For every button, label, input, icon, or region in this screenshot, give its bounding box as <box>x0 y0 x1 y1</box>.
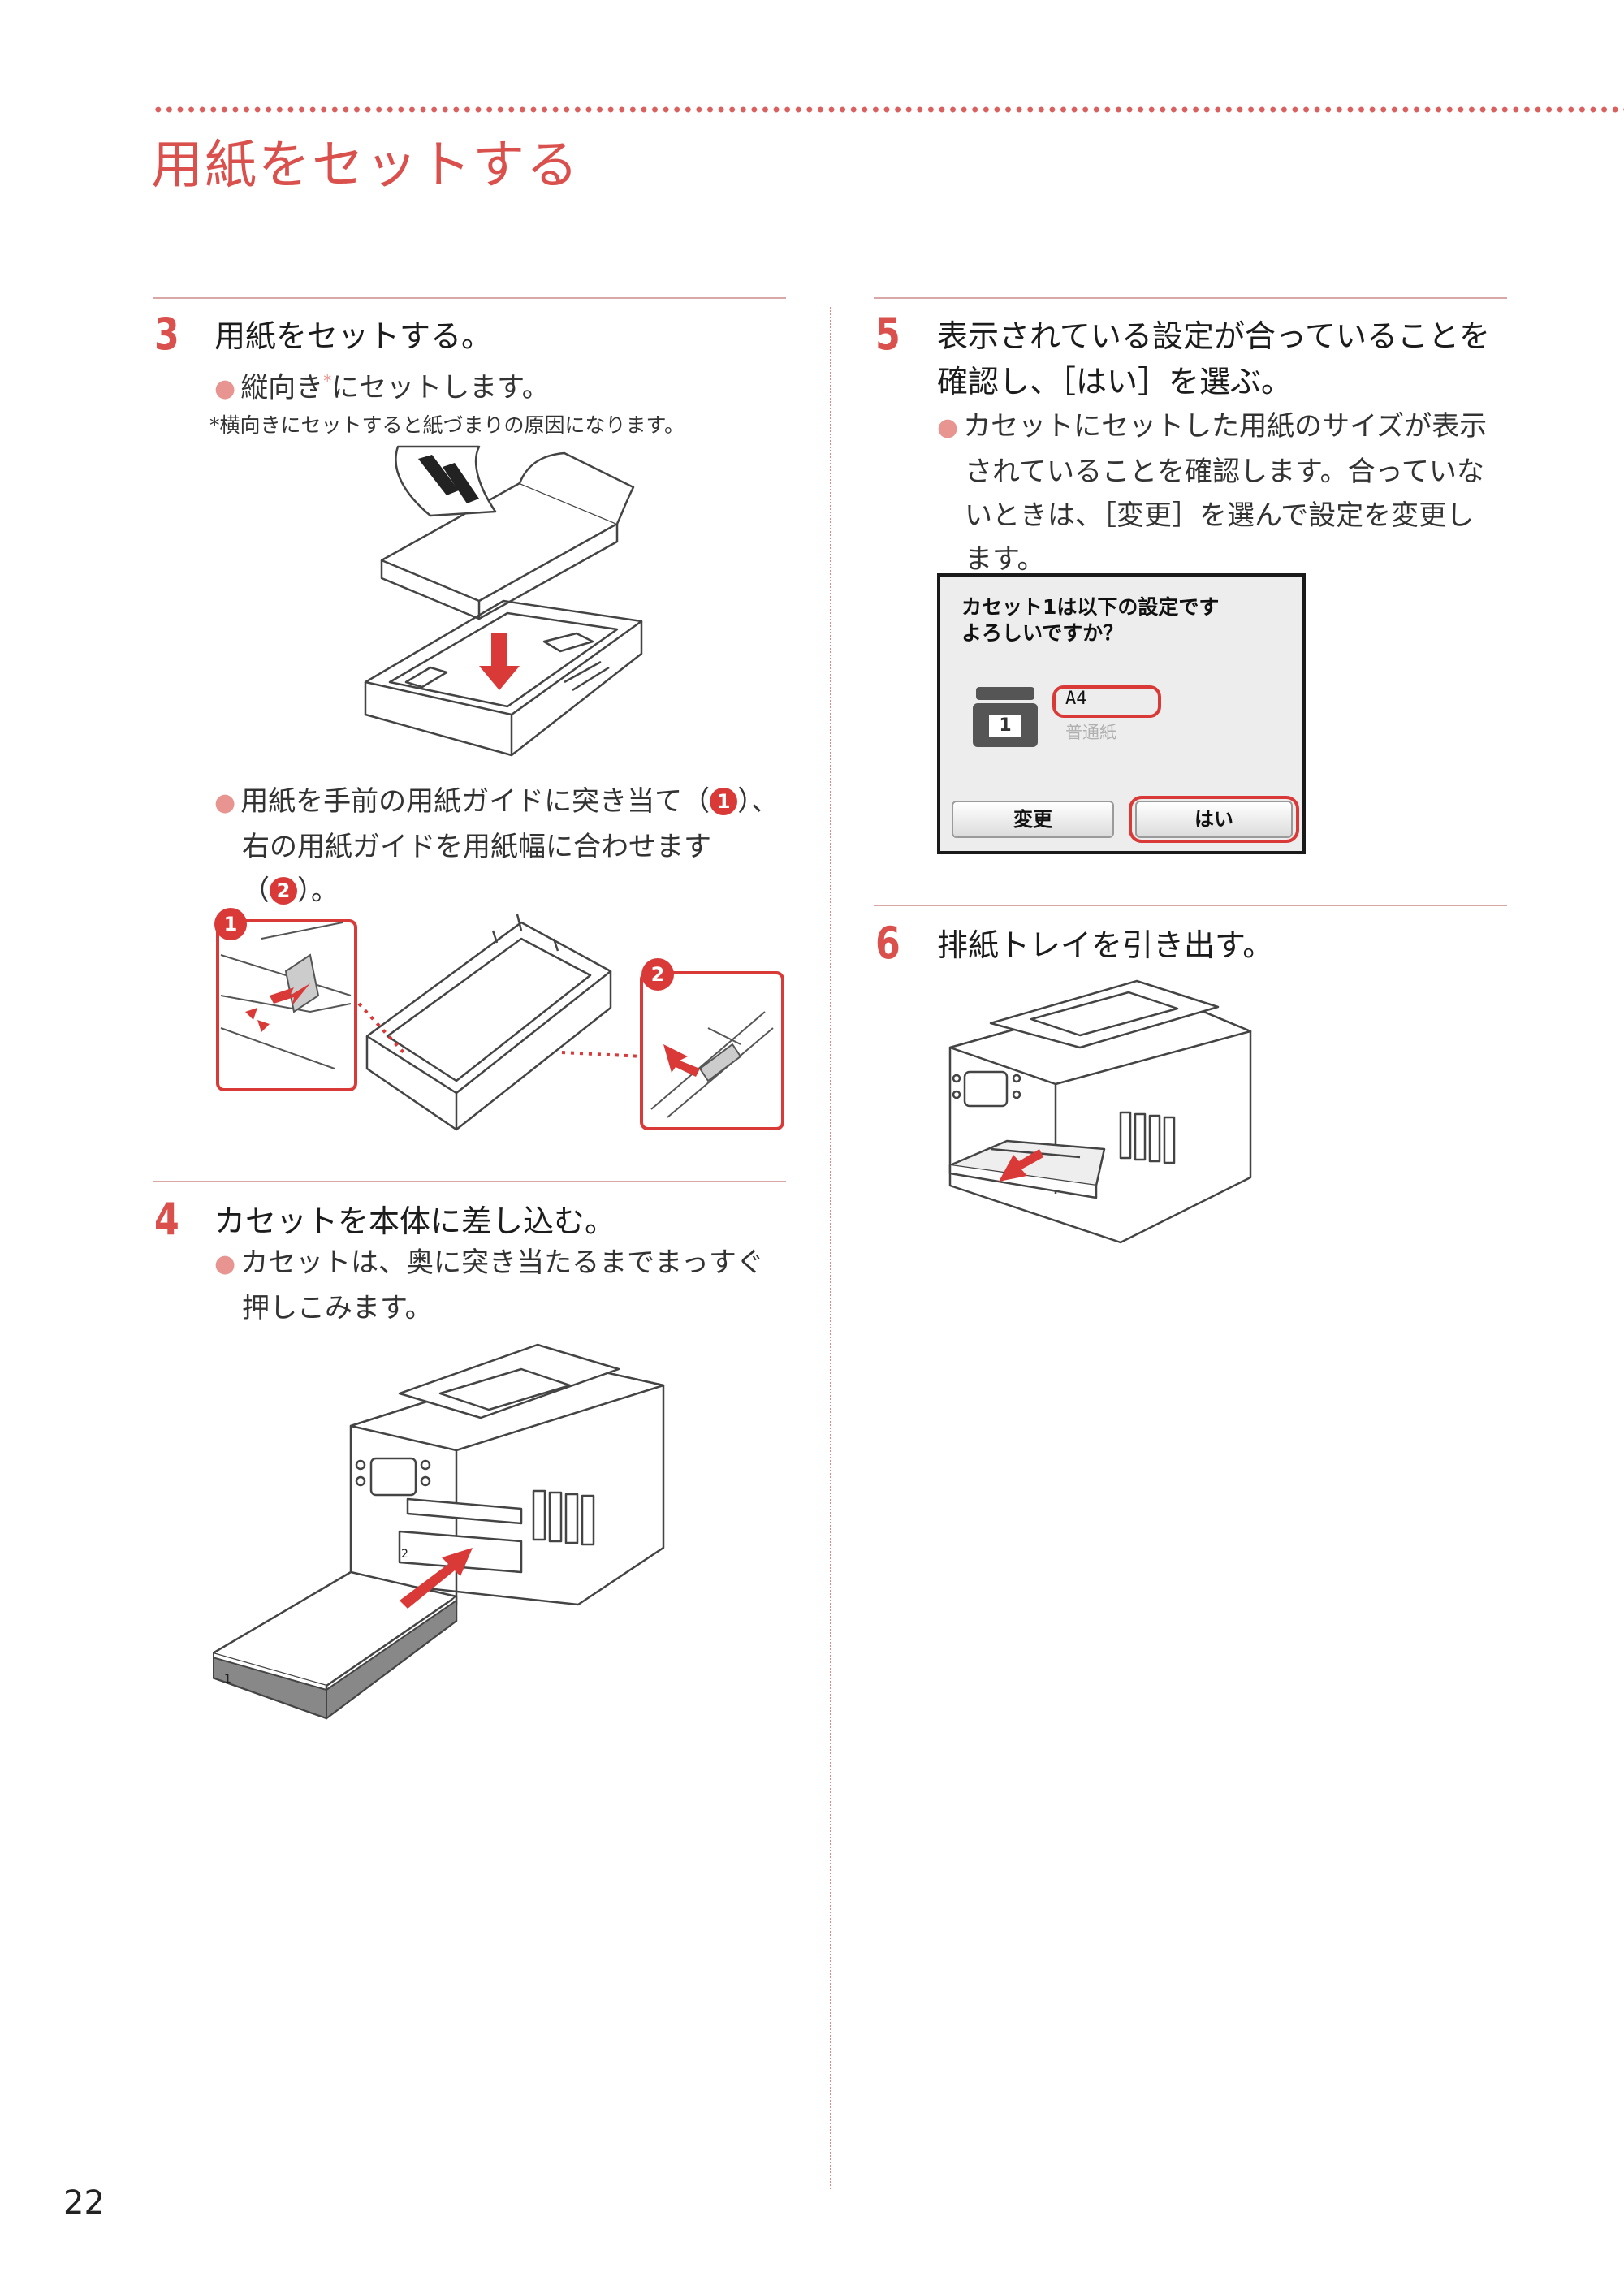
bullet2-line2: 右の用紙ガイドを用紙幅に合わせます <box>242 831 711 863</box>
printer-screen: カセット1は以下の設定です よろしいですか？ 1 A4 普通紙 変更 はい <box>937 573 1306 854</box>
bullet-dot-icon: ● <box>937 413 959 442</box>
slot-number-label: 2 <box>401 1548 408 1561</box>
bullet1-rest: にセットします。 <box>331 371 550 404</box>
step4-number: 4 <box>154 1194 179 1245</box>
screen-message-line1: カセット1は以下の設定です <box>961 595 1220 619</box>
step3-bullet2: ●用紙を手前の用紙ガイドに突き当て（1）、 右の用紙ガイドを用紙幅に合わせます … <box>214 780 799 913</box>
step4-bullet-line1: カセットは、奥に突き当たるまでまっすぐ <box>240 1246 764 1279</box>
step6-title: 排紙トレイを引き出す。 <box>937 927 1274 963</box>
page-number: 22 <box>63 2184 105 2222</box>
step5-bullet-line1: カセットにセットした用紙のサイズが表示 <box>963 410 1488 443</box>
bullet2-tail1: ）、 <box>737 785 780 818</box>
paper-size-value: A4 <box>1065 689 1087 709</box>
step5-bullet-line4: ます。 <box>965 543 1045 576</box>
step5-bullet-line2: されていることを確認します。合っていな <box>965 456 1484 488</box>
step3-number: 3 <box>154 309 179 360</box>
step6-rule <box>874 905 1507 906</box>
callout-1-label: 1 <box>224 913 238 935</box>
footnote-mark: * <box>323 371 332 391</box>
bullet2-line1: 用紙を手前の用紙ガイドに突き当て（ <box>240 785 710 818</box>
bullet1-text: 縦向き <box>240 371 324 404</box>
step3-title: 用紙をセットする。 <box>214 318 493 354</box>
callout-2-label: 2 <box>651 963 665 986</box>
step3-bullet1: ●縦向き*にセットします。 <box>214 359 550 411</box>
screen-message-line2: よろしいですか？ <box>961 621 1124 645</box>
step5-number: 5 <box>875 309 901 360</box>
bullet2-line3: （ <box>242 875 270 907</box>
step5-rule <box>874 297 1507 299</box>
bullet-dot-icon: ● <box>214 374 236 404</box>
step5-title-line1: 表示されている設定が合っていることを <box>937 318 1490 354</box>
bullet-dot-icon: ● <box>214 1250 236 1278</box>
cassette-number: 1 <box>989 715 1021 737</box>
step4-title: カセットを本体に差し込む。 <box>214 1203 616 1239</box>
step5-bullet: ●カセットにセットした用紙のサイズが表示 されていることを確認します。合っていな… <box>937 404 1522 581</box>
yes-button[interactable]: はい <box>1135 801 1293 838</box>
cassette-number-label: 1 <box>224 1673 231 1686</box>
paper-guide-illustration: 1 2 <box>214 908 784 1131</box>
bullet-dot-icon: ● <box>214 788 236 817</box>
paper-loading-illustration <box>364 445 643 757</box>
step5-title: 表示されている設定が合っていることを 確認し、［はい］を選ぶ。 <box>937 313 1490 404</box>
step4-bullet-line2: 押しこみます。 <box>242 1292 433 1324</box>
marker-2-icon: 2 <box>270 877 297 905</box>
column-separator <box>830 307 831 2189</box>
screen-message: カセット1は以下の設定です よろしいですか？ <box>961 594 1219 646</box>
step4-rule <box>153 1181 786 1182</box>
step5-bullet-line3: いときは、［変更］を選んで設定を変更し <box>965 499 1475 532</box>
marker-1-icon: 1 <box>710 788 738 815</box>
page-title: 用紙をセットする <box>151 136 580 196</box>
insert-cassette-illustration: 1 2 <box>213 1343 665 1720</box>
output-tray-illustration <box>948 979 1252 1244</box>
change-button[interactable]: 変更 <box>952 801 1114 838</box>
yes-highlight <box>1129 796 1299 843</box>
paper-type-value: 普通紙 <box>1065 723 1116 742</box>
step3-rule <box>153 297 786 299</box>
size-highlight <box>1052 685 1161 718</box>
step6-number: 6 <box>875 918 901 969</box>
step4-bullet: ●カセットは、奥に突き当たるまでまっすぐ 押しこみます。 <box>214 1241 799 1330</box>
step5-title-line2: 確認し、［はい］を選ぶ。 <box>937 364 1293 400</box>
bullet2-tail2: ）。 <box>297 875 339 907</box>
step3-footnote: *横向きにセットすると紙づまりの原因になります。 <box>209 413 685 437</box>
header-dotted-rule <box>153 106 1624 114</box>
cassette-icon: 1 <box>973 687 1038 747</box>
